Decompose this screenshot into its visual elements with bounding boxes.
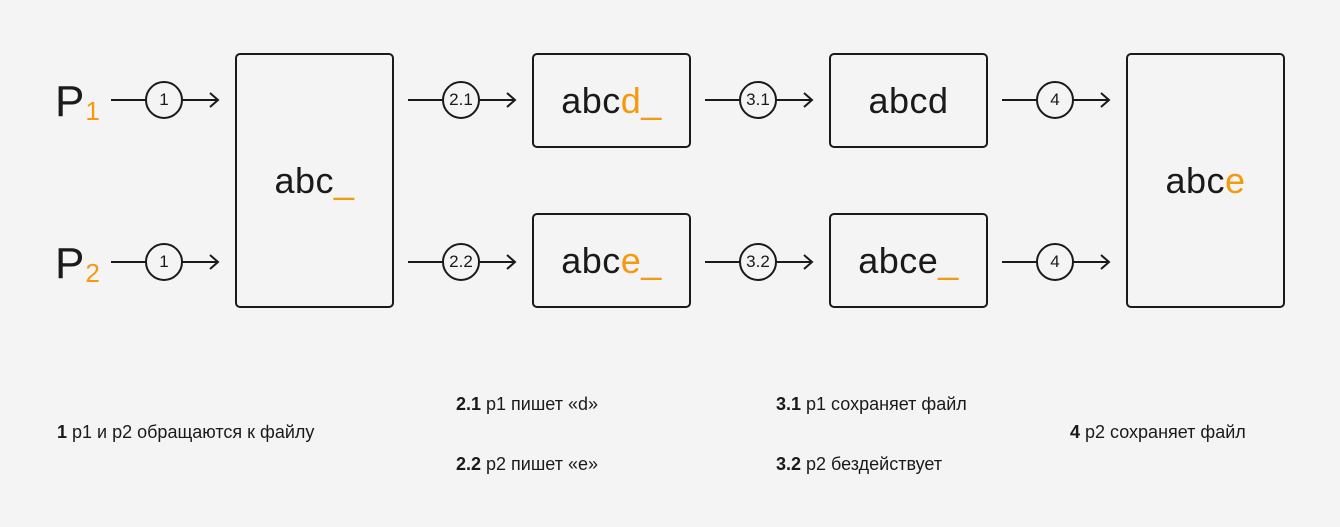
step-badge: 2.2	[442, 243, 480, 281]
arrow-step-2-2: 2.2	[408, 242, 518, 284]
step-badge: 4	[1036, 243, 1074, 281]
arrow-step-2-1: 2.1	[408, 80, 518, 122]
arrow-step-1-p1: 1	[111, 80, 221, 122]
step-badge: 4	[1036, 81, 1074, 119]
step-badge: 2.1	[442, 81, 480, 119]
legend-text: p2 сохраняет файл	[1085, 422, 1246, 442]
file-text-highlight: _	[334, 159, 355, 201]
process-letter: P	[55, 239, 85, 288]
file-text: abc	[561, 239, 621, 281]
arrow-step-4-p2: 4	[1002, 242, 1112, 284]
file-text: abc	[561, 79, 621, 121]
legend-text: p1 пишет «d»	[486, 394, 598, 414]
legend-text: p2 пишет «e»	[486, 454, 598, 474]
step-badge: 1	[145, 243, 183, 281]
step-badge: 3.2	[739, 243, 777, 281]
file-text-highlight: d_	[620, 79, 662, 121]
legend-num: 3.2	[776, 454, 802, 474]
file-state-p1-saved: abcd	[829, 53, 988, 148]
arrow-step-4-p1: 4	[1002, 80, 1112, 122]
file-text-highlight: e	[1225, 159, 1246, 201]
legend-num: 4	[1070, 422, 1081, 442]
file-text: abce	[858, 239, 939, 281]
step-badge: 1	[145, 81, 183, 119]
file-text: abc	[274, 159, 334, 201]
process-index: 2	[85, 258, 100, 288]
legend-text: p1 сохраняет файл	[806, 394, 967, 414]
step-badge: 3.1	[739, 81, 777, 119]
legend-text: p1 и p2 обращаются к файлу	[72, 422, 315, 442]
legend-num: 2.2	[456, 454, 482, 474]
file-state-initial: abc_	[235, 53, 394, 308]
legend-num: 3.1	[776, 394, 802, 414]
file-text: abcd	[868, 79, 949, 121]
arrow-step-1-p2: 1	[111, 242, 221, 284]
legend-num: 1	[57, 422, 68, 442]
process-p1-label: P1	[55, 77, 100, 126]
file-state-p2-idle: abce_	[829, 213, 988, 308]
process-index: 1	[85, 96, 100, 126]
process-letter: P	[55, 77, 85, 126]
legend-num: 2.1	[456, 394, 482, 414]
file-text-highlight: e_	[620, 239, 662, 281]
arrow-step-3-1: 3.1	[705, 80, 815, 122]
process-p2-label: P2	[55, 239, 100, 288]
arrow-step-3-2: 3.2	[705, 242, 815, 284]
legend-text: p2 бездействует	[806, 454, 943, 474]
file-text: abc	[1165, 159, 1225, 201]
file-text-highlight: _	[938, 239, 959, 281]
